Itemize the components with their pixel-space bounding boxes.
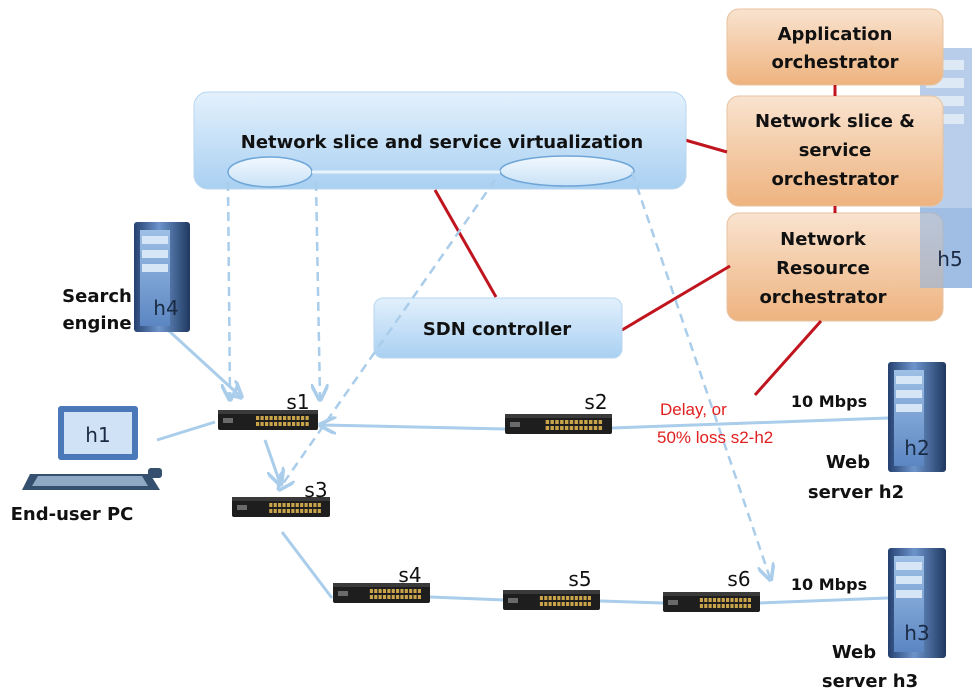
- link-s1-s3: [263, 439, 280, 483]
- link-s3-s4: [280, 531, 334, 599]
- switch-s2-icon[interactable]: [505, 414, 612, 434]
- switch-s4-icon[interactable]: [333, 583, 430, 603]
- control-link-virt-controller: [433, 189, 498, 298]
- host-h3-caption-line1: Web: [832, 642, 876, 663]
- map-arrow-right-s6: [630, 171, 770, 578]
- control-link-resource-s2h2: [753, 320, 823, 396]
- map-arrow-left-s1b: [316, 181, 320, 398]
- server-h2-icon[interactable]: h2: [888, 362, 946, 472]
- host-h5-label: h5: [937, 247, 962, 271]
- control-link-controller-resource: [621, 264, 731, 332]
- host-h4-caption-line2: engine: [62, 313, 131, 334]
- link-h1-s1: [156, 420, 216, 442]
- switch-s3-icon[interactable]: [232, 497, 330, 517]
- switch-s4-label: s4: [398, 563, 421, 587]
- host-h1-caption: End-user PC: [11, 504, 134, 525]
- host-h1-label: h1: [85, 423, 110, 447]
- data-links: [156, 328, 889, 605]
- virtualization-label: Network slice and service virtualization: [241, 132, 643, 153]
- link-s6-h3: [759, 596, 889, 605]
- resource-orchestrator-line3: orchestrator: [759, 287, 886, 308]
- link-s2-h2: [611, 416, 889, 430]
- host-h3-rate: 10 Mbps: [791, 575, 867, 594]
- switch-s1-icon[interactable]: [218, 410, 318, 430]
- resource-orchestrator-line1: Network: [780, 229, 867, 250]
- slice-orchestrator-line2: service: [799, 140, 872, 161]
- switch-s5-label: s5: [568, 567, 591, 591]
- link-s2-s1: [322, 425, 506, 429]
- pc-h1-icon[interactable]: h1: [22, 406, 162, 490]
- control-links: [433, 85, 837, 396]
- switch-s2-label: s2: [584, 390, 607, 414]
- host-h2-caption-line1: Web: [826, 452, 870, 473]
- virtual-slice-left: [227, 156, 313, 188]
- host-h2-rate: 10 Mbps: [791, 392, 867, 411]
- host-h4-label: h4: [153, 296, 178, 320]
- switch-s6-label: s6: [727, 567, 750, 591]
- link-s5-s6: [599, 599, 664, 605]
- control-link-virt-slice: [684, 138, 728, 154]
- virtual-slice-right: [499, 155, 635, 187]
- virtualization-layer[interactable]: Network slice and service virtualization: [193, 91, 687, 190]
- slice-orchestrator-line3: orchestrator: [771, 169, 898, 190]
- switch-s6-icon[interactable]: [663, 592, 760, 612]
- slice-orchestrator-line1: Network slice &: [755, 111, 915, 132]
- server-h5-front: [920, 208, 972, 288]
- resource-orchestrator-line2: Resource: [776, 258, 870, 279]
- slice-service-orchestrator[interactable]: Network slice & service orchestrator: [726, 95, 944, 207]
- server-h3-icon[interactable]: h3: [888, 548, 946, 658]
- switch-s1-label: s1: [286, 390, 309, 414]
- impairment-annotation-line1: Delay, or: [660, 400, 727, 419]
- switches: [218, 410, 760, 612]
- application-orchestrator-line2: orchestrator: [771, 52, 898, 73]
- application-orchestrator-line1: Application: [778, 24, 893, 45]
- link-h4-s1: [166, 328, 240, 396]
- link-s4-s5: [429, 595, 506, 602]
- host-h4-caption-line1: Search: [62, 286, 132, 307]
- host-h2-label: h2: [904, 436, 929, 460]
- host-h3-caption-line2: server h3: [822, 671, 918, 692]
- application-orchestrator[interactable]: Application orchestrator: [726, 8, 944, 86]
- impairment-annotation-line2: 50% loss s2-h2: [657, 428, 773, 447]
- resource-orchestrator[interactable]: Network Resource orchestrator: [726, 212, 944, 322]
- map-arrow-left-s1a: [228, 181, 230, 398]
- mapping-arrows: [228, 171, 770, 578]
- switch-s5-icon[interactable]: [503, 590, 600, 610]
- map-arrow-right-s3: [280, 179, 497, 488]
- server-h4-icon[interactable]: h4: [134, 222, 190, 332]
- host-h2-caption-line2: server h2: [808, 482, 904, 503]
- sdn-controller[interactable]: SDN controller: [373, 297, 623, 359]
- sdn-controller-label: SDN controller: [423, 319, 571, 340]
- host-h3-label: h3: [904, 621, 929, 645]
- switch-s3-label: s3: [304, 478, 327, 502]
